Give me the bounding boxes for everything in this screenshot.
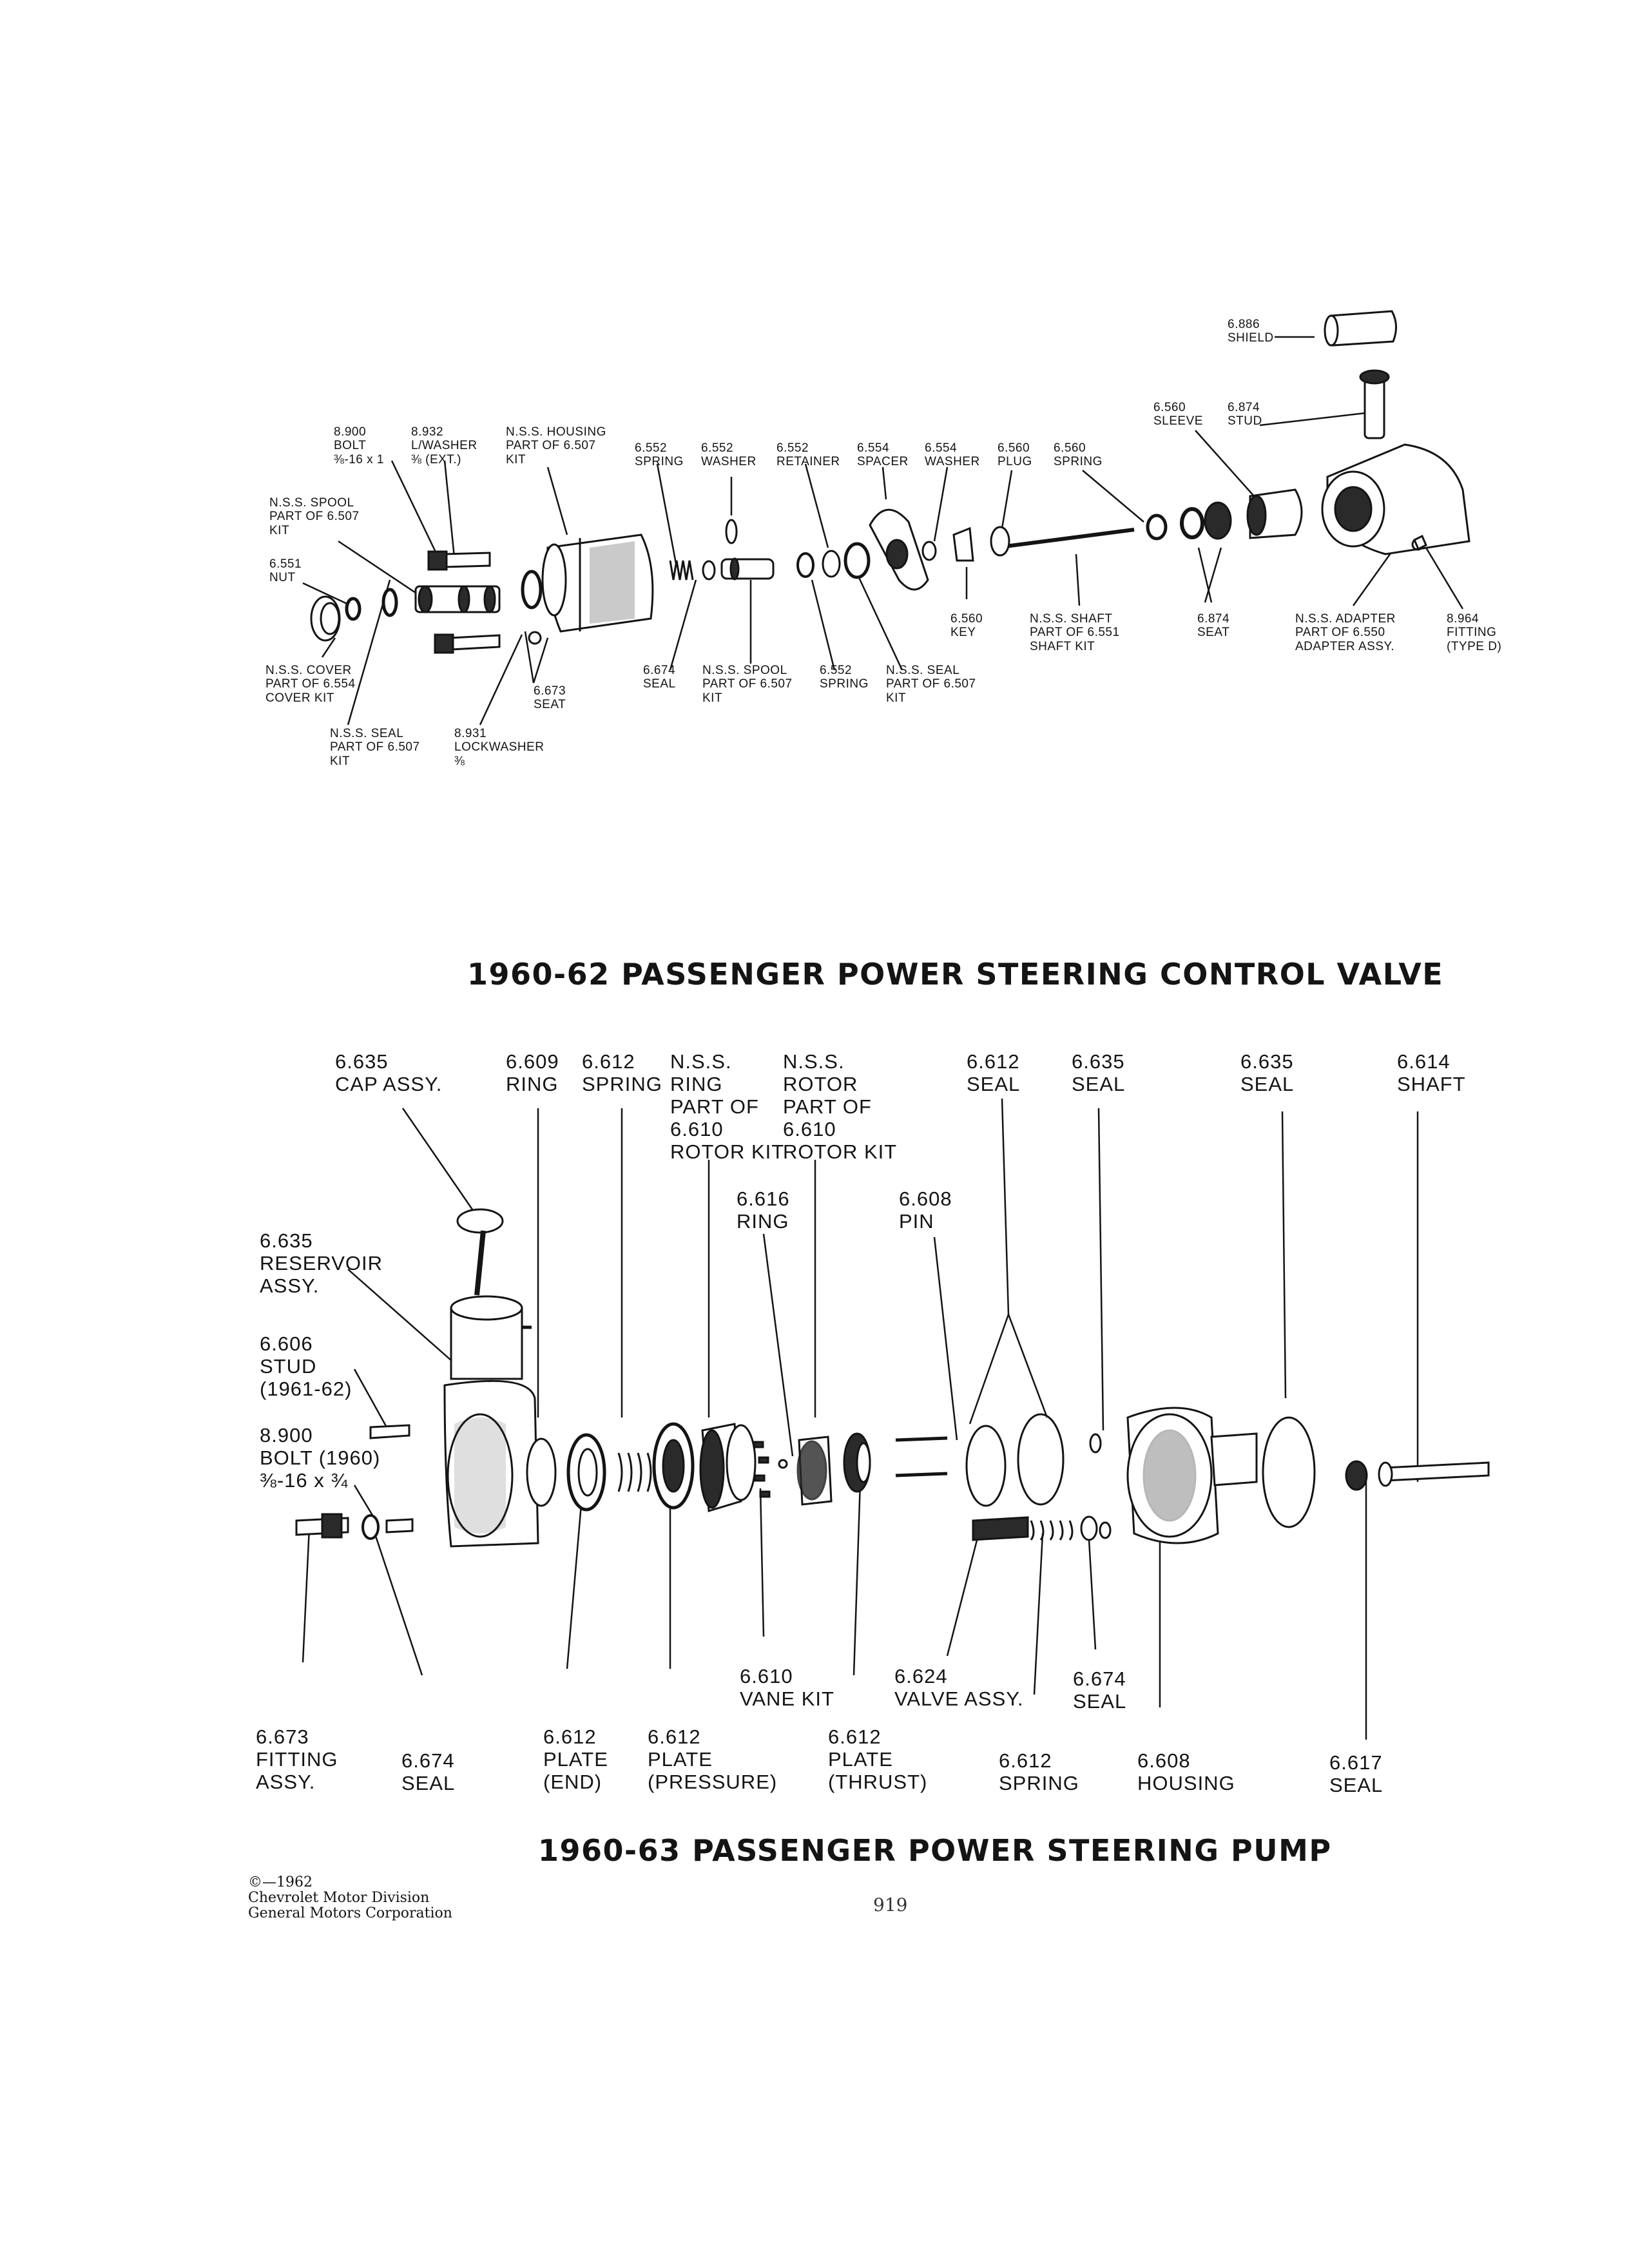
valve-title: 1960-62 PASSENGER POWER STEERING CONTROL… [467, 957, 1444, 992]
pump-parts [295, 1208, 1490, 1548]
pump-title: 1960-63 PASSENGER POWER STEERING PUMP [538, 1833, 1332, 1868]
page-number: 919 [873, 1894, 908, 1916]
copyright-block: ©—1962 Chevrolet Motor Division General … [248, 1874, 452, 1922]
valve-parts [310, 310, 1470, 654]
pump-leader-lines [302, 1098, 1419, 1740]
